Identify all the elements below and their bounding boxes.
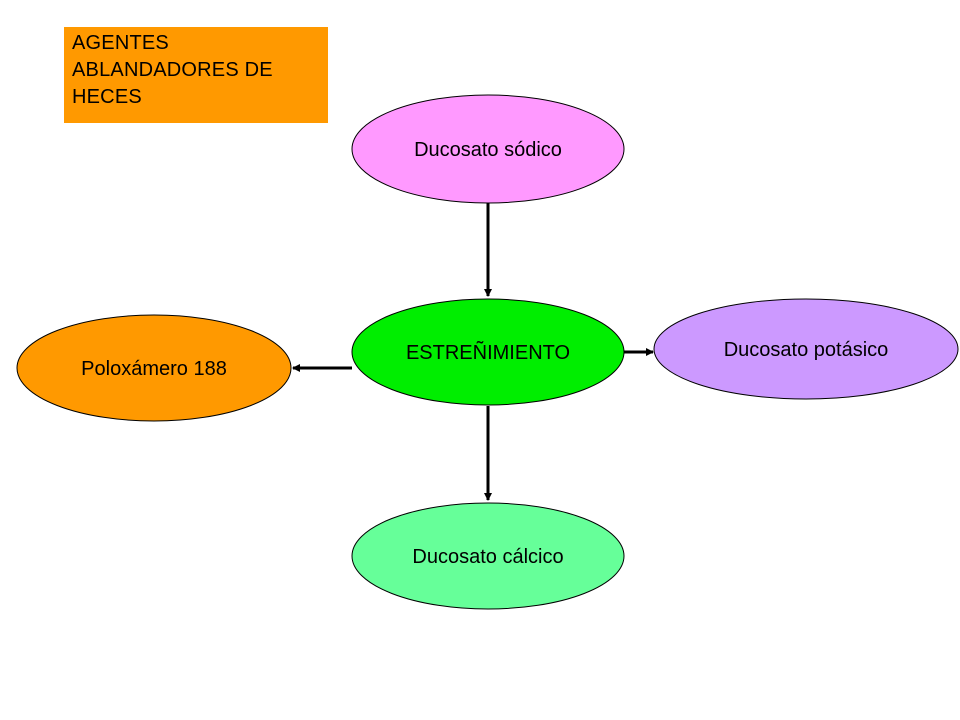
title-line-1: AGENTES [72, 32, 169, 54]
node-ducosato-calcico-shape [351, 502, 625, 610]
node-ducosato-calcico-label: Ducosato cálcico [412, 546, 563, 568]
node-estrenimiento-label: ESTREÑIMIENTO [406, 340, 570, 364]
title-line-2: ABLANDADORES DE [72, 59, 273, 81]
node-ducosato-sodico: Ducosato sódico [351, 94, 625, 204]
diagram-title-box: AGENTES ABLANDADORES DE HECES [64, 27, 328, 123]
node-ducosato-potasico: Ducosato potásico [653, 298, 959, 400]
node-estrenimiento: ESTREÑIMIENTO [351, 298, 625, 406]
node-ducosato-sodico-label: Ducosato sódico [414, 139, 562, 161]
node-poloxamero-188-label: Poloxámero 188 [81, 358, 227, 380]
node-poloxamero-188-shape [16, 314, 292, 422]
node-ducosato-calcico: Ducosato cálcico [351, 502, 625, 610]
node-ducosato-sodico-shape [351, 94, 625, 204]
node-ducosato-potasico-shape [653, 298, 959, 400]
node-poloxamero-188: Poloxámero 188 [16, 314, 292, 422]
node-estrenimiento-shape [351, 298, 625, 406]
node-ducosato-potasico-label: Ducosato potásico [724, 339, 889, 361]
title-line-3: HECES [72, 86, 142, 108]
